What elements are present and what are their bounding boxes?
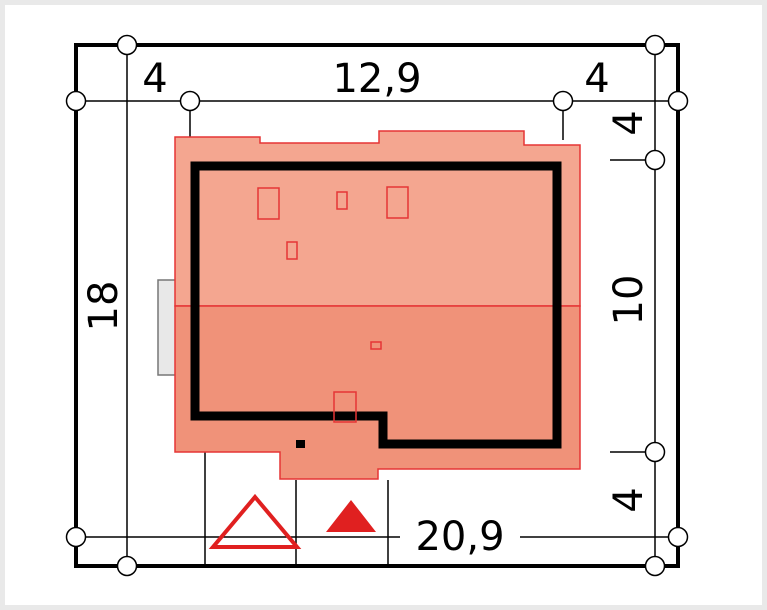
dim-left-total-depth: 18 [81,281,127,332]
dim-top-left-setback: 4 [142,56,167,102]
dim-top-right-setback: 4 [584,56,609,102]
dim-top-width: 12,9 [332,56,421,102]
house-walls [190,161,562,449]
roof [174,130,581,480]
plot-boundary [74,43,680,568]
triangle-filled-icon [326,500,376,532]
dim-right-top-setback: 4 [606,110,652,135]
roof-lower [174,305,581,480]
dimension-lines [76,45,678,566]
triangle-outline-icon [208,493,302,549]
dim-right-depth: 10 [606,275,652,326]
entry-marker [296,440,305,448]
dimension-nodes [65,34,689,577]
terrace [157,279,177,376]
dim-right-bottom-setback: 4 [606,487,652,512]
dim-bottom-total-width: 20,9 [415,514,504,560]
roof-openings [257,186,409,423]
roof-upper [174,130,581,307]
